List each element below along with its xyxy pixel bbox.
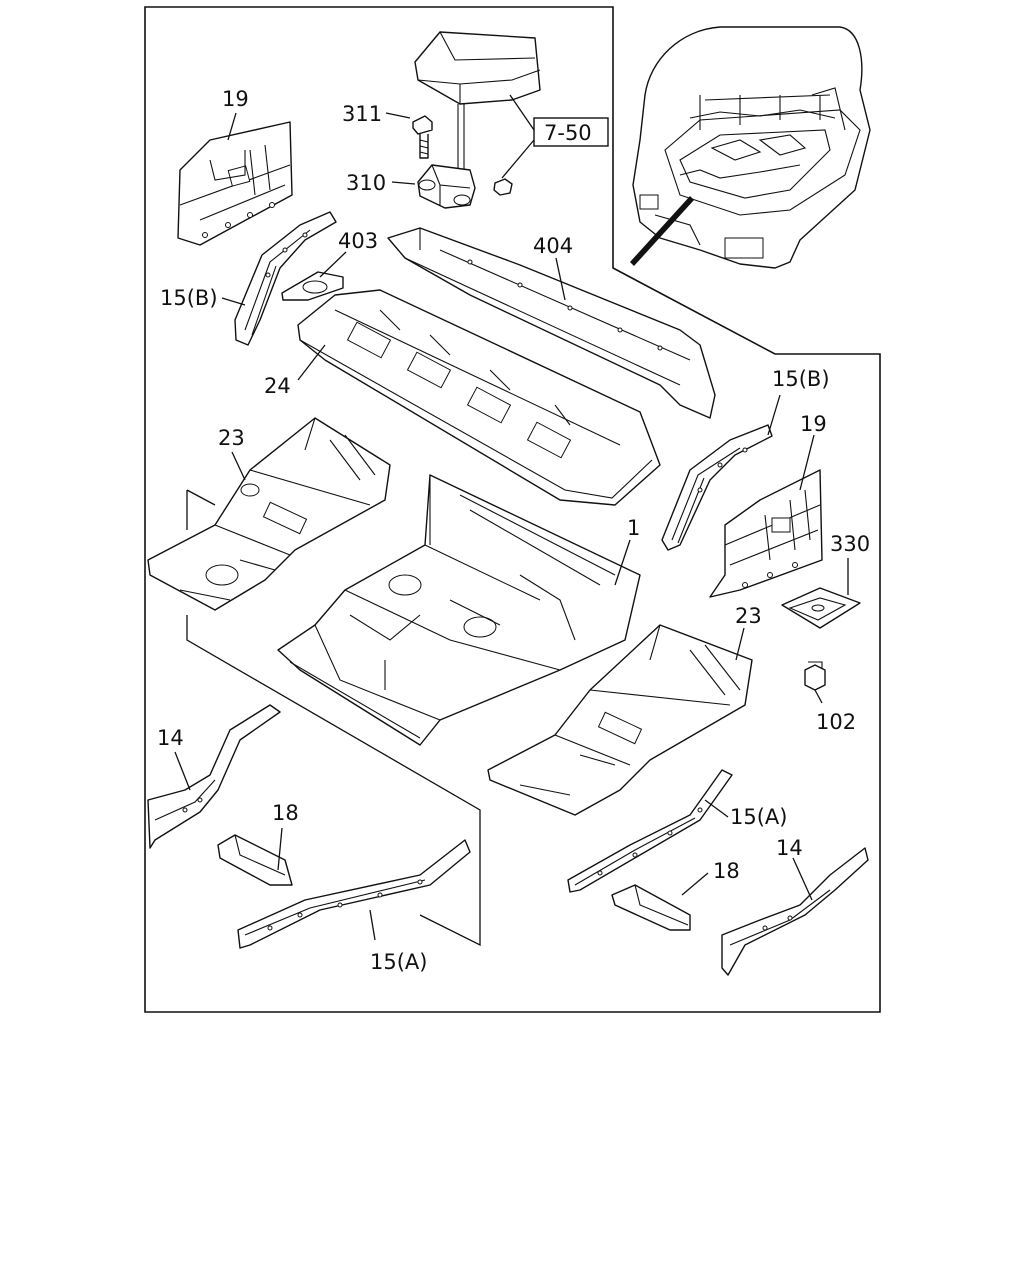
part-19-right-panel — [709, 469, 823, 598]
label-19-left: 19 — [222, 87, 249, 111]
part-15b-left-rail — [234, 211, 337, 346]
label-330: 330 — [830, 532, 870, 556]
label-15b-left: 15(B) — [160, 286, 218, 310]
part-18-left-bracket — [217, 834, 293, 886]
group-bracket-lines — [186, 489, 481, 947]
cab-inset-illustration — [630, 26, 871, 269]
part-labels: 19 311 310 7-50 403 404 15(B) 24 15(B) 1… — [157, 87, 870, 974]
part-1-main-floor — [277, 474, 641, 746]
part-14-right-member — [721, 847, 869, 976]
part-15a-right-rail — [567, 769, 733, 893]
part-7-50-box — [414, 31, 541, 175]
label-7-50: 7-50 — [544, 121, 592, 145]
part-311-bolt — [412, 115, 433, 159]
label-14-right: 14 — [776, 836, 803, 860]
label-18-left: 18 — [272, 801, 299, 825]
label-15a-right: 15(A) — [730, 805, 787, 829]
label-23-left: 23 — [218, 426, 245, 450]
part-404-crossmember — [387, 227, 716, 419]
label-18-right: 18 — [713, 859, 740, 883]
part-18-right-bracket — [611, 884, 691, 931]
part-24-rear-floor — [297, 289, 661, 506]
part-15a-left-rail — [237, 839, 471, 949]
label-14-left: 14 — [157, 726, 184, 750]
part-310-bracket — [417, 164, 476, 209]
part-15b-right-rail — [661, 424, 773, 551]
part-23-left-floor — [147, 417, 391, 611]
part-102-nut — [804, 661, 826, 691]
part-19-left-panel — [177, 121, 293, 246]
part-330-bracket — [781, 587, 861, 629]
label-15b-right: 15(B) — [772, 367, 830, 391]
label-24: 24 — [264, 374, 291, 398]
label-15a-left: 15(A) — [370, 950, 427, 974]
label-102: 102 — [816, 710, 856, 734]
part-403-plate — [281, 271, 344, 301]
label-403: 403 — [338, 229, 378, 253]
diagram-frame — [144, 6, 881, 1013]
label-404: 404 — [533, 234, 573, 258]
part-nut — [493, 178, 513, 196]
label-19-right: 19 — [800, 412, 827, 436]
label-311: 311 — [342, 102, 382, 126]
part-23-right-floor — [487, 624, 753, 816]
reference-box-7-50 — [533, 117, 609, 147]
label-310: 310 — [346, 171, 386, 195]
leader-lines — [174, 94, 849, 941]
label-1: 1 — [627, 516, 640, 540]
part-14-left-member — [147, 704, 281, 849]
label-23-right: 23 — [735, 604, 762, 628]
